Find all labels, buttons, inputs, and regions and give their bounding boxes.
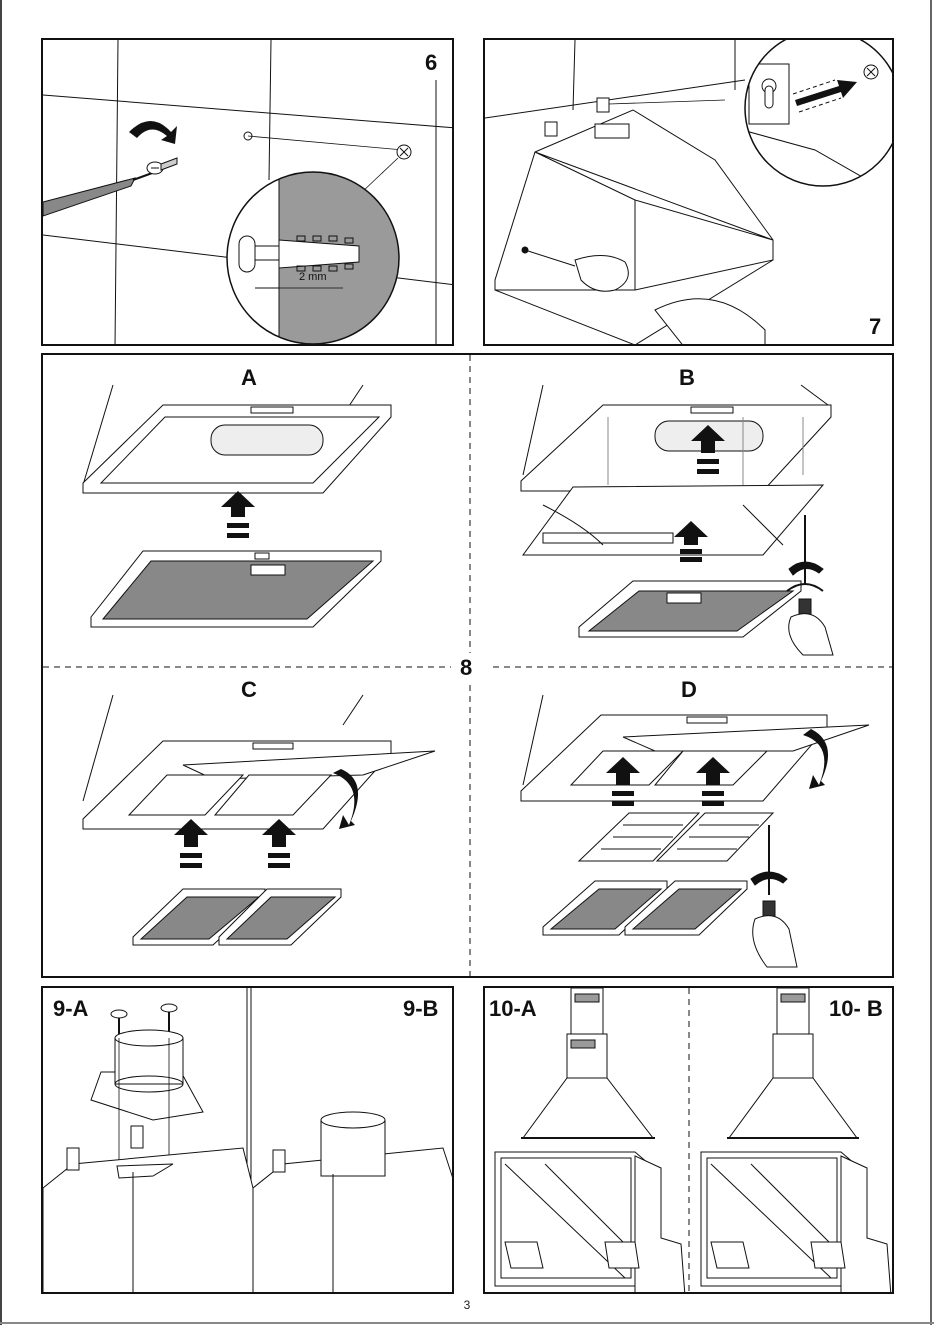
carbon-filter-pair-icon-d [543,881,747,935]
sub-step-d-label: D [681,679,697,701]
grease-filter-icon [91,551,381,627]
sub-step-a-label: A [241,367,257,389]
panel-step-6: 6 2 mm [41,38,454,346]
panel-step-9: 9-A 9-B [41,986,454,1294]
cabinet-icon-10a [495,1152,685,1294]
sub-b-hood-frame-icon [521,385,831,555]
hood-top-icon-9a [43,1126,253,1294]
screwdriver-hand-icon-d [751,825,797,967]
screwdriver-icon [43,172,155,216]
step-7-illustration [485,40,894,346]
sub-step-b-label: B [679,367,695,389]
gap-measurement-label: 2 mm [299,272,327,283]
screw-icon [147,158,177,174]
hood-top-icon-9b [253,1112,454,1294]
step-8-number: 8 [460,657,472,679]
panel-step-7: 7 [483,38,894,346]
chimney-hood-icon-10a [521,988,655,1138]
sub-c-hood-frame-icon [83,695,435,829]
page-number: 3 [0,1298,934,1312]
cabinet-icon-10b [701,1152,891,1294]
carbon-filter-icon-b [579,581,801,637]
step-6-number: 6 [425,52,437,74]
page-edge-right [930,0,932,1325]
page-edge-bottom [0,1322,934,1324]
grille-pair-icon-d [579,813,773,861]
step-10-illustration [485,988,894,1294]
step-9a-number: 9-A [53,998,88,1020]
step-10a-number: 10-A [489,998,537,1020]
step-9-illustration [43,988,454,1294]
grease-filter-pair-icon-c [133,889,341,945]
panel-step-10: 10-A 10- B [483,986,894,1294]
wall-plug-detail-icon [227,172,399,344]
rotate-arrow-icon [129,121,177,144]
up-arrow-icon [221,491,255,538]
step-9b-number: 9-B [403,998,438,1020]
sub-step-c-label: C [241,679,257,701]
panel-step-8: 8 A B C D [41,353,894,978]
sub-a-hood-frame-icon [83,385,391,493]
step-10b-number: 10- B [829,998,883,1020]
step-7-number: 7 [869,316,881,338]
page-edge-left [0,0,2,1325]
step-6-illustration [43,40,454,346]
